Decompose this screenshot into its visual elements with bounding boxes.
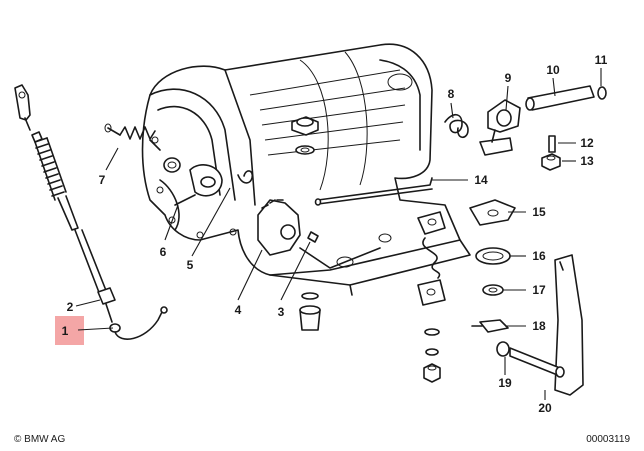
callout-11[interactable]: 11 — [595, 53, 608, 67]
callout-6[interactable]: 6 — [160, 245, 167, 259]
callout-10[interactable]: 10 — [546, 63, 560, 77]
highlight-part-1 — [55, 316, 84, 345]
callout-19[interactable]: 19 — [498, 376, 512, 390]
callout-9[interactable]: 9 — [505, 71, 512, 85]
callout-14[interactable]: 14 — [474, 173, 488, 187]
stud-part-3 — [307, 231, 319, 243]
plate-part-15 — [469, 199, 516, 226]
drawing-number: 00003119 — [586, 434, 630, 445]
lever-part-6 — [163, 157, 223, 206]
callout-1[interactable]: 1 — [62, 324, 69, 338]
transmission-housing — [141, 43, 471, 296]
callout-16[interactable]: 16 — [532, 249, 546, 263]
shaft-part-10 — [525, 85, 595, 111]
detent-lever-and-spring — [417, 211, 446, 383]
callout-8[interactable]: 8 — [448, 87, 455, 101]
pin-part-12 — [548, 135, 556, 153]
plug-and-washer — [299, 292, 321, 331]
selector-lever-part-20 — [509, 254, 584, 396]
callout-17[interactable]: 17 — [532, 283, 546, 297]
circlip-part-11 — [597, 86, 607, 100]
nut-bolt-on-housing — [291, 116, 319, 155]
clip-part-18 — [471, 319, 509, 333]
nut-part-13 — [541, 153, 561, 171]
spring-part-7 — [104, 123, 161, 151]
ring-part-19 — [496, 341, 510, 357]
callout-12[interactable]: 12 — [580, 136, 594, 150]
shift-cable-assembly — [14, 84, 168, 340]
callout-2[interactable]: 2 — [67, 300, 74, 314]
callout-20[interactable]: 20 — [538, 401, 552, 415]
callout-18[interactable]: 18 — [532, 319, 546, 333]
washer-part-17 — [482, 284, 504, 296]
lever-part-9 — [479, 99, 521, 156]
spring-part-8 — [444, 113, 469, 139]
rod-part-14 — [314, 177, 433, 206]
callout-labels: 1 2 3 4 5 6 7 8 9 10 11 12 13 14 15 16 1… — [62, 53, 608, 415]
leader-lines — [75, 68, 602, 400]
selector-segment-part-4 — [257, 199, 301, 256]
callout-5[interactable]: 5 — [187, 258, 194, 272]
clip-part-5 — [237, 170, 254, 184]
callout-13[interactable]: 13 — [580, 154, 594, 168]
brand-copyright: © BMW AG — [14, 434, 66, 445]
callout-15[interactable]: 15 — [532, 205, 546, 219]
callout-4[interactable]: 4 — [235, 303, 242, 317]
spring-washer-part-16 — [475, 247, 511, 265]
callout-7[interactable]: 7 — [99, 173, 106, 187]
callout-3[interactable]: 3 — [278, 305, 285, 319]
